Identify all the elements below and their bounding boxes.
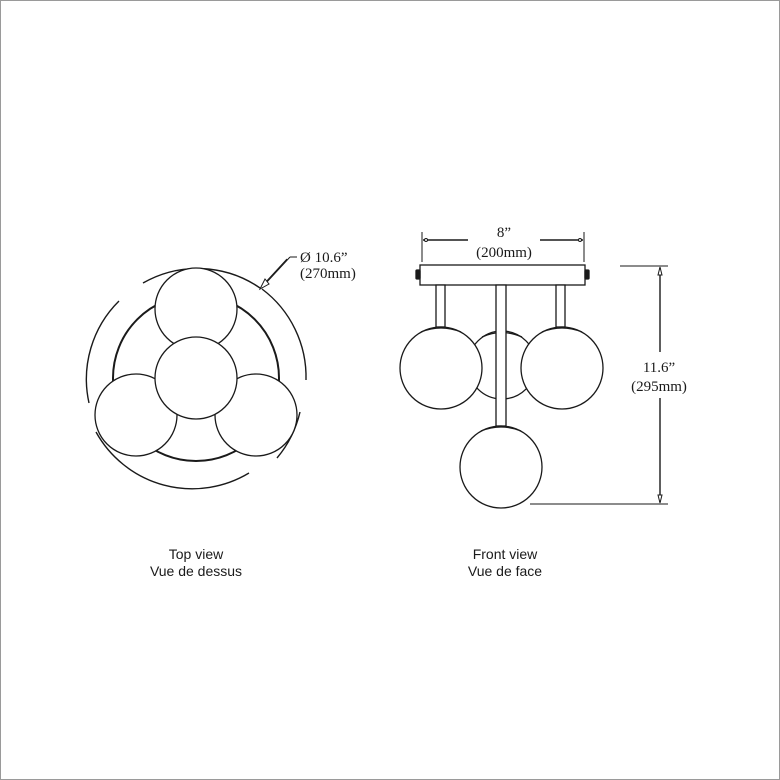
canopy-screw-left <box>415 269 421 280</box>
canopy-screw-right <box>584 269 590 280</box>
width-metric: (200mm) <box>476 245 532 261</box>
front-view-caption-en: Front view <box>472 546 538 562</box>
stem-right <box>555 284 566 328</box>
outer-diameter-arcs <box>85 267 307 490</box>
top-view-caption-en: Top view <box>168 546 224 562</box>
canopy <box>419 264 586 286</box>
top-view-caption-fr: Vue de dessus <box>149 563 243 579</box>
height-label: 11.6” <box>643 360 675 376</box>
globe-front-right <box>520 326 604 410</box>
height-dimension <box>530 265 668 505</box>
globe-center <box>154 336 238 420</box>
stem-center <box>495 284 507 427</box>
width-dimension <box>421 232 585 262</box>
top-diameter-metric: (270mm) <box>300 266 356 282</box>
front-view-caption-fr: Vue de face <box>467 563 543 579</box>
diameter-leader <box>258 256 297 291</box>
globe-bottom <box>459 425 543 509</box>
front-view <box>399 232 668 509</box>
top-diameter-label: Ø 10.6” <box>300 250 348 266</box>
top-view-caption: Top view Vue de dessus <box>116 546 276 580</box>
globe-front-left <box>399 326 483 410</box>
front-view-caption: Front view Vue de face <box>425 546 585 580</box>
height-metric: (295mm) <box>631 379 687 395</box>
top-view <box>85 256 307 490</box>
stem-left <box>435 284 446 328</box>
width-label: 8” <box>497 225 511 241</box>
